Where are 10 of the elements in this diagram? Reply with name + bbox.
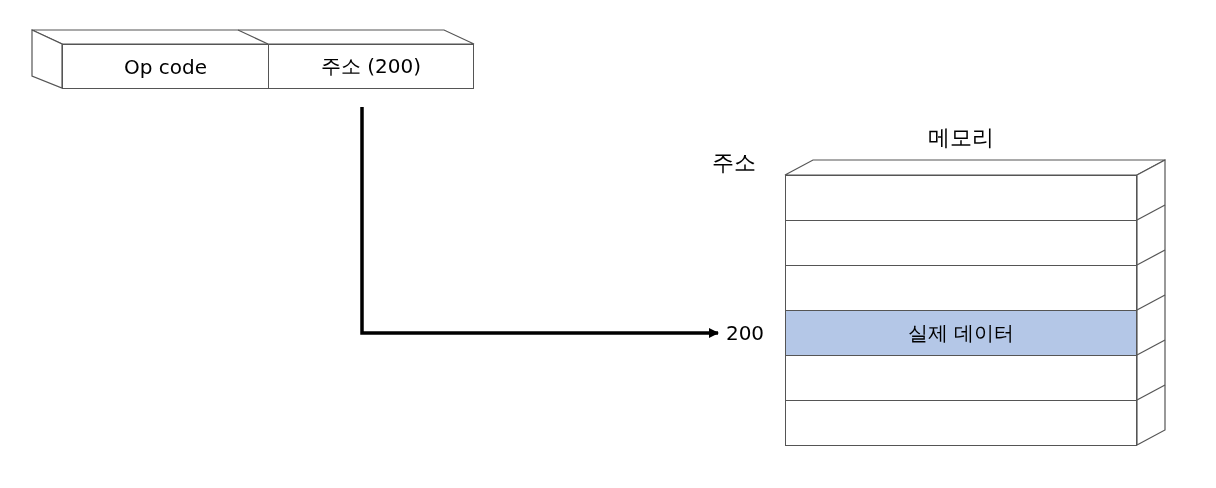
memory-cell [785,355,1137,401]
memory-cell: 실제 데이터 [785,310,1137,356]
memory-cell [785,400,1137,446]
memory-cell [785,220,1137,266]
instruction-field: 주소 (200) [268,44,474,89]
column-label: 주소 [712,149,756,177]
arrow [360,107,719,338]
address-text: 200 [720,318,770,348]
memory-cell [785,265,1137,311]
memory-heading: 메모리 [927,124,995,152]
